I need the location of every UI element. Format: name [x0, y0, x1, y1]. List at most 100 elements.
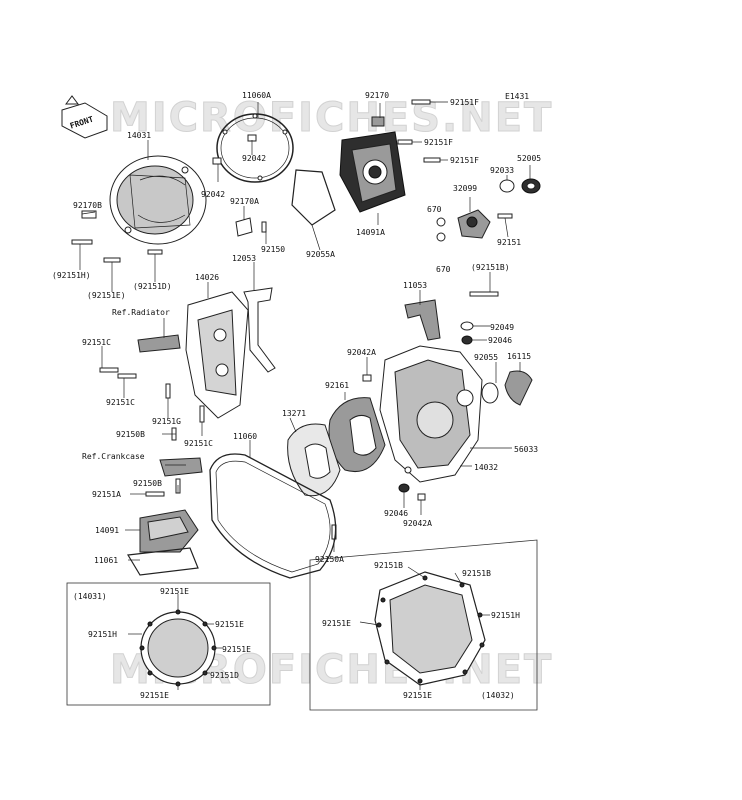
- label-32099: 32099: [453, 184, 477, 193]
- label-92151C-b: 92151C: [106, 398, 135, 407]
- bolt-92151C-b-shape: [117, 373, 137, 379]
- label-92049: 92049: [490, 323, 514, 332]
- label-92151C-c: 92151C: [184, 439, 213, 448]
- clamp-92170B-shape: [81, 210, 97, 219]
- clamp-92170-shape: [371, 116, 385, 127]
- inset-right-title: (14032): [481, 691, 515, 700]
- ring-92046-a-shape: [461, 335, 473, 345]
- label-92042-b: 92042: [242, 154, 266, 163]
- label-92151E: (92151E): [87, 291, 126, 300]
- label-14091A: 14091A: [356, 228, 385, 237]
- ring-92033-shape: [499, 179, 515, 193]
- bolt-92151F-b-shape: [423, 157, 441, 163]
- gasket-11060A-shape: [216, 113, 294, 183]
- label-92150A: 92150A: [315, 555, 344, 564]
- diagram-code: E1431: [505, 92, 529, 101]
- label-92161: 92161: [325, 381, 349, 390]
- label-92150B-b: 92150B: [133, 479, 162, 488]
- cover-14026-shape: [185, 291, 249, 419]
- label-92042-a: 92042: [201, 190, 225, 199]
- inset-right-box: [309, 539, 538, 711]
- label-16115: 16115: [507, 352, 531, 361]
- label-92055: 92055: [474, 353, 498, 362]
- label-92151F-mid: 92151F: [424, 138, 453, 147]
- ir-label-92151B-b: 92151B: [462, 569, 491, 578]
- gasket-11060-shape: [209, 453, 337, 579]
- il-label-92151E-r1: 92151E: [215, 620, 244, 629]
- bolt-92151D-shape: [147, 249, 163, 255]
- il-label-92151H: 92151H: [88, 630, 117, 639]
- bolt-92151F-mid-shape: [397, 139, 413, 145]
- ir-label-92151E-bot: 92151E: [403, 691, 432, 700]
- label-92170A: 92170A: [230, 197, 259, 206]
- il-label-92151D: 92151D: [210, 671, 239, 680]
- part-32099-shape: [457, 209, 491, 239]
- label-11061: 11061: [94, 556, 118, 565]
- dowel-92042A-a-shape: [362, 374, 372, 382]
- label-56033: 56033: [514, 445, 538, 454]
- il-label-92151E-bot: 92151E: [140, 691, 169, 700]
- plug-16115-shape: [504, 370, 533, 406]
- bolt-92151C-c-shape: [199, 405, 205, 423]
- label-92151B: (92151B): [471, 263, 510, 272]
- bolt-92151E-shape: [103, 257, 121, 263]
- label-92150: 92150: [261, 245, 285, 254]
- oring-670-a-shape: [436, 217, 446, 227]
- label-92151H: (92151H): [52, 271, 91, 280]
- bolt-92151B-shape: [469, 291, 499, 297]
- label-92151: 92151: [497, 238, 521, 247]
- ir-label-92151E-l: 92151E: [322, 619, 351, 628]
- label-11060: 11060: [233, 432, 257, 441]
- plate-92161-shape: [328, 397, 386, 472]
- label-ref-crankcase: Ref.Crankcase: [82, 452, 145, 461]
- label-92150B-a: 92150B: [116, 430, 145, 439]
- inset-right-cover-shape: [374, 571, 486, 686]
- bracket-11053-shape: [404, 299, 441, 341]
- label-92151D: (92151D): [133, 282, 172, 291]
- label-14031: 14031: [127, 131, 151, 140]
- label-13271: 13271: [282, 409, 306, 418]
- inset-left-title: (14031): [73, 592, 107, 601]
- label-670-a: 670: [427, 205, 442, 214]
- label-ref-radiator: Ref.Radiator: [112, 308, 170, 317]
- bracket-92170A-shape: [235, 217, 253, 237]
- label-92046-a: 92046: [488, 336, 512, 345]
- ir-label-92151B-a: 92151B: [374, 561, 403, 570]
- oring-92055-shape: [481, 382, 499, 404]
- cover-14032-shape: [379, 345, 483, 483]
- label-92046-b: 92046: [384, 509, 408, 518]
- cover-14031-shape: [109, 155, 207, 245]
- ref-crankcase-bracket-shape: [159, 457, 203, 477]
- inset-left-cover-shape: [139, 609, 217, 687]
- il-label-92151E-r2: 92151E: [222, 645, 251, 654]
- seal-52005-center: [526, 182, 536, 190]
- label-92042A-b: 92042A: [403, 519, 432, 528]
- bolt-92151C-a-shape: [99, 367, 119, 373]
- bolt-92150-shape: [261, 221, 267, 233]
- label-92170-top: 92170: [365, 91, 389, 100]
- plate-13271-shape: [287, 423, 341, 497]
- label-14026: 14026: [195, 273, 219, 282]
- label-92151G: 92151G: [152, 417, 181, 426]
- ref-radiator-bracket-shape: [137, 334, 181, 353]
- label-92151A: 92151A: [92, 490, 121, 499]
- dowel-92042-a-shape: [212, 157, 222, 165]
- label-52005: 52005: [517, 154, 541, 163]
- front-arrow-icon: FRONT: [61, 95, 108, 139]
- label-11060A: 11060A: [242, 91, 271, 100]
- label-92170B: 92170B: [73, 201, 102, 210]
- bracket-12053-shape: [243, 287, 276, 373]
- dowel-92042A-b-shape: [417, 493, 426, 501]
- watermark-top: MICROFICHES.NET: [110, 95, 553, 141]
- label-92055A: 92055A: [306, 250, 335, 259]
- gasket-92055A-shape: [291, 169, 336, 226]
- il-label-92151E-top: 92151E: [160, 587, 189, 596]
- label-670-b: 670: [436, 265, 451, 274]
- label-92033: 92033: [490, 166, 514, 175]
- inset-left-box: [66, 582, 271, 706]
- gasket-11061-shape: [127, 547, 199, 576]
- label-14032: 14032: [474, 463, 498, 472]
- label-11053: 11053: [403, 281, 427, 290]
- label-92151F-top: 92151F: [450, 98, 479, 107]
